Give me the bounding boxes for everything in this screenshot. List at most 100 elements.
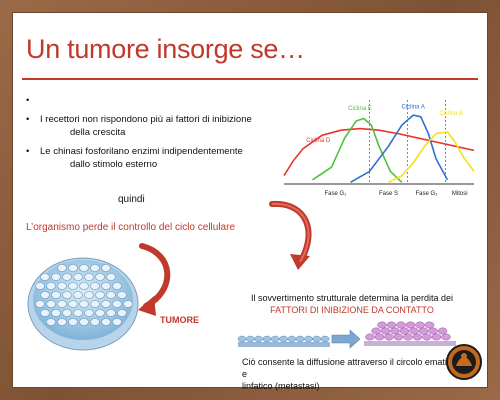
cell-shape: [40, 291, 50, 299]
cell-shape: [112, 300, 122, 308]
normal-cell: [254, 335, 263, 343]
bullet-text-cont: della crescita: [70, 127, 126, 138]
cell-shape: [101, 264, 111, 272]
normal-cell: [237, 335, 247, 343]
cell-shape: [117, 309, 127, 317]
bullet-symbol: •: [26, 114, 30, 125]
series-line: [350, 114, 449, 183]
tumor-cell: [365, 333, 375, 341]
normal-cell: [287, 335, 297, 343]
metastasis-line: linfatico (metastasi): [242, 381, 320, 391]
cell-shape: [57, 300, 67, 308]
cell-shape: [68, 264, 78, 272]
cell-shape: [84, 309, 94, 317]
normal-cell: [279, 335, 288, 343]
bullet-item: • I recettori non rispondono più ai fatt…: [26, 113, 276, 139]
cell-shape: [51, 309, 61, 317]
tumore-label: TUMORE: [160, 315, 199, 325]
metastasis-line: Ciò consente la diffusione attraverso il…: [242, 357, 457, 379]
tumor-cell: [441, 333, 451, 341]
bullet-text: [40, 94, 276, 107]
right-arrow-icon: [331, 329, 361, 349]
normal-cell: [320, 335, 330, 343]
tumor-cell: [380, 327, 391, 335]
series-line: [312, 117, 403, 183]
x-tick-label: Fase G₁: [324, 191, 346, 197]
cell-layer-normal: [237, 335, 330, 347]
tumor-cell: [409, 327, 419, 335]
cell-shape: [62, 273, 72, 281]
series-line: [388, 131, 475, 184]
cell-shape: [90, 264, 100, 272]
cell-shape: [90, 282, 100, 290]
series-line: [283, 127, 475, 177]
cell-shape: [79, 282, 89, 290]
cell-shape: [35, 300, 45, 308]
cell-shape: [51, 291, 61, 299]
cell-shape: [84, 291, 94, 299]
cell-shape: [95, 291, 105, 299]
bullet-item: •: [26, 94, 276, 107]
tumor-cell: [403, 333, 413, 341]
tumor-cell: [384, 333, 394, 341]
cell-shape: [79, 300, 89, 308]
cell-shape: [51, 273, 61, 281]
x-tick-label: Mitosi: [452, 191, 468, 197]
lost-control-text: L’organismo perde il controllo del ciclo…: [26, 222, 235, 233]
petri-dish-icon: [27, 257, 139, 351]
cell-shape: [106, 291, 116, 299]
tumor-cell: [399, 327, 410, 335]
cell-shape: [68, 318, 78, 326]
cell-shape: [95, 309, 105, 317]
slide-title: Un tumore insorge se…: [26, 34, 305, 64]
cell-shape: [46, 300, 56, 308]
tumor-cell: [374, 333, 385, 341]
cell-shape: [40, 273, 50, 281]
tumor-cell: [431, 333, 442, 341]
cell-shape: [79, 264, 89, 272]
cell-shape: [62, 291, 72, 299]
bullet-symbol: •: [26, 95, 30, 106]
tumor-cell: [396, 321, 406, 329]
tumor-cell: [371, 327, 381, 335]
normal-cell: [304, 335, 313, 343]
cell-shape: [112, 318, 122, 326]
cell-shape: [84, 273, 94, 281]
normal-cell: [270, 335, 280, 343]
normal-cell: [312, 335, 321, 343]
series-label: Ciclina B: [439, 111, 463, 117]
cell-shape: [90, 318, 100, 326]
cell-shape: [123, 300, 133, 308]
greek-vase-icon: [446, 344, 482, 380]
series-label: Ciclina E: [348, 106, 372, 112]
tumor-cell: [390, 327, 400, 335]
cell-shape: [106, 309, 116, 317]
cell-shape: [90, 300, 100, 308]
normal-cell: [262, 335, 272, 343]
metastasis-text: Ciò consente la diffusione attraverso il…: [242, 356, 457, 392]
tumor-cell: [422, 333, 432, 341]
cell-shape: [68, 300, 78, 308]
title-underline: [22, 78, 478, 80]
x-tick-label: Fase S: [379, 191, 398, 197]
cell-shape: [68, 282, 78, 290]
tumor-cell: [437, 327, 448, 335]
structural-text: Il sovvertimento strutturale determina l…: [222, 292, 482, 316]
tumor-cell: [405, 321, 416, 329]
cell-shape: [73, 291, 83, 299]
cell-shape: [57, 318, 67, 326]
cell-shape: [40, 309, 50, 317]
bullet-text-line: Le chinasi fosforilano enzimi indipenden…: [40, 146, 243, 157]
tumor-cell: [418, 327, 429, 335]
tumor-cell: [424, 321, 435, 329]
bullet-text-line: I recettori non rispondono più ai fattor…: [40, 114, 252, 125]
cell-shape: [101, 282, 111, 290]
series-label: Ciclina A: [402, 104, 425, 110]
tumor-cell: [377, 321, 387, 329]
cell-shape: [57, 264, 67, 272]
normal-cell: [246, 335, 255, 343]
tumor-cell: [386, 321, 397, 329]
curved-arrow-icon: [138, 243, 171, 316]
quindi-text: quindi: [118, 194, 145, 205]
cell-shape: [101, 318, 111, 326]
